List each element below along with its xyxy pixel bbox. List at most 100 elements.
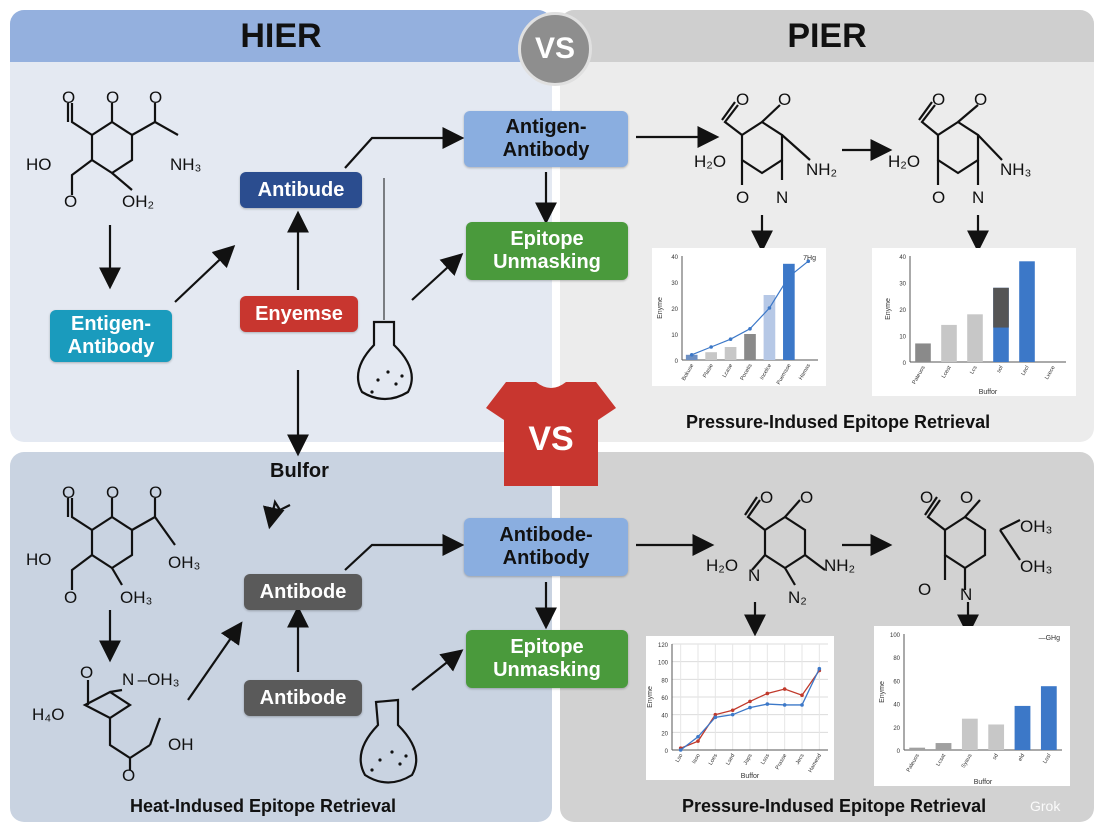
y-tick-label: 0 [897,749,901,755]
series-label: 7Hg [803,255,816,262]
trend-point [709,345,713,349]
bar [724,347,737,360]
bar [941,324,957,362]
y-tick-label: 100 [890,633,901,639]
y-tick-label: 0 [675,359,679,365]
series-point [765,702,770,706]
y-tick-label: 10 [671,333,678,339]
bar [961,718,978,750]
y-tick-label: 20 [899,308,906,314]
y-tick-label: 20 [661,731,668,737]
antibode-label-2: Antibode [259,686,347,709]
series-point [765,691,770,696]
tr-m2-o2: O [974,90,988,109]
trend-point [806,259,811,263]
bar [935,743,952,750]
x-tick-label: Japs [743,753,754,766]
bar [685,354,698,360]
trend-point [748,327,752,331]
tr-m2-n: N [972,188,985,207]
y-tick-label: 80 [893,656,900,662]
y-tick-label: 100 [658,661,669,667]
pier-bottom-caption: Pressure-Indused Epitope Retrieval [682,796,987,816]
series-point [696,734,700,739]
hier-bottom-caption: Heat-Indused Epitope Retrieval [130,796,397,816]
tr-m1-h2o: H₂O [694,152,727,171]
br-m2-o2: O [960,488,974,507]
vs-center-shirt [486,382,616,486]
chart-background [646,636,834,780]
bar [1040,686,1057,750]
series-point [713,715,718,720]
bar [744,334,756,360]
bar [988,724,1005,750]
bl-m2-oh: OH [168,735,194,754]
br-m1-n: N [748,566,761,585]
bl-m2-o1: O [80,663,94,682]
tr-m1-nh2: NH₂ [806,160,838,179]
antibode-box-1: Antibode [244,574,362,610]
br-m1-o1: O [760,488,774,507]
tr-m2-o3: O [932,188,946,207]
x-tick-label: Iaso [691,753,701,765]
bl-m1-oh3: OH₃ [168,553,201,572]
y-axis-label: Enyme [879,681,886,703]
antibode-box-2: Antibode [244,680,362,716]
bl-m1-o4: O [64,588,78,607]
epitope-unmasking-label-top: Epitope Unmasking [493,228,601,273]
bl-m1-oh3b: OH₃ [120,588,153,607]
x-tick-label: Lcs [969,365,979,376]
series-point [678,748,683,752]
x-tick-label: eld [1017,753,1026,762]
y-tick-label: 30 [671,281,678,287]
y-tick-label: 40 [899,255,906,261]
br-m1-h2o: H₂O [706,556,739,575]
antibude-box: Antibude [240,172,362,208]
x-tick-label: sol [996,365,1005,374]
y-tick-label: 80 [661,678,668,684]
bar [909,747,926,750]
bulfor-label: Bulfor [270,460,329,482]
x-tick-label: Lsed [725,753,736,766]
bar [763,295,776,360]
tr-m1-o1: O [736,90,750,109]
series-point [782,703,787,707]
series-point [800,693,804,698]
y-tick-label: 0 [665,749,669,755]
chart-background [874,626,1070,786]
series-point [696,739,700,743]
br-m1-o2: O [800,488,814,507]
y-tick-label: 120 [658,643,669,649]
tr-m2-o1: O [932,90,946,109]
entigen-antibody-label: Entigen- Antibody [67,313,155,358]
bl-m1-ho: HO [26,550,52,569]
x-tick-label: Losl [1042,753,1052,765]
antibode-antibody-box: Antibode- Antibody [464,518,628,576]
x-axis-label: Buffor [974,779,993,786]
x-tick-label: Lecl [1020,365,1030,377]
tl-mol-o1: O [62,88,76,107]
br-m2-n: N [960,585,973,604]
hier-header: HIER [10,10,552,62]
br-m2-o1: O [920,488,934,507]
antigen-antibody-box: Antigen- Antibody [464,111,628,167]
series-point [713,712,718,717]
antibode-label-1: Antibode [259,580,347,603]
series-point [730,712,735,717]
trend-point [728,337,733,341]
bl-m1-o1: O [62,483,76,502]
series-point [748,699,752,704]
y-axis-label: Enyme [657,297,664,319]
bl-flask [359,698,418,784]
bar [705,352,717,360]
bl-m1-o3: O [149,483,163,502]
bar [915,343,931,362]
tl-flask [356,320,413,401]
antigen-antibody-label: Antigen- Antibody [502,116,590,161]
bl-m2-o2: O [122,766,136,785]
x-axis-label: Buffor [979,389,998,396]
y-tick-label: 10 [899,335,906,341]
vs-center-label: VS [528,420,574,458]
